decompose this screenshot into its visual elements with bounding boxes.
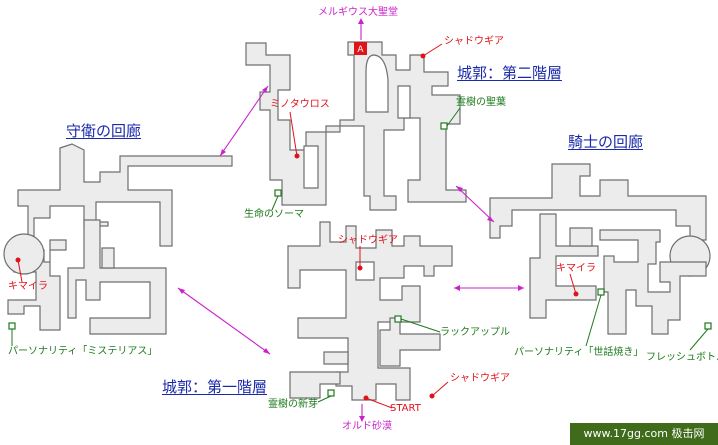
watermark-url: www.17gg.com	[583, 427, 668, 440]
guard-corridor-floor	[3, 143, 233, 335]
chest-icon	[704, 322, 712, 330]
chest-icon	[394, 315, 402, 323]
item-label-fresh-bottle: フレッシュボトル	[646, 352, 718, 363]
destination-label-bottom: オルド砂漠	[342, 421, 392, 432]
area-label-guard-corridor: 守衛の回廊	[66, 122, 142, 140]
start-label: START	[390, 403, 421, 414]
area-label-castle-1f: 城郭：第一階層	[162, 378, 268, 396]
destination-label-top: メルギウス大聖堂	[318, 7, 398, 18]
site-watermark: www.17gg.com 极击网	[570, 423, 718, 445]
item-label-personality-sewayaki: パーソナリティ「世話焼き」	[514, 347, 644, 358]
item-label-spirit-sprout: 霊樹の新芽	[268, 399, 318, 410]
enemy-label-minotaur: ミノタウロス	[270, 99, 330, 110]
item-label-spirit-leaf: 霊樹の聖葉	[456, 97, 506, 108]
area-label-castle-2f: 城郭：第二階層	[457, 64, 563, 82]
connection-arrows	[177, 18, 524, 422]
enemy-label-chimera: キマイラ	[8, 281, 48, 292]
marker-a-label: A	[357, 45, 364, 55]
enemy-markers	[15, 43, 579, 409]
enemy-label-shadowgear: シャドウギア	[444, 36, 504, 47]
enemy-label-shadowgear: シャドウギア	[450, 373, 510, 384]
castle-2f-floor	[245, 41, 467, 211]
chest-icon	[274, 189, 282, 197]
marker-a: A	[354, 42, 367, 55]
chest-icon	[327, 389, 335, 397]
knight-corridor-floor	[489, 163, 711, 335]
castle-1f-floor	[287, 221, 453, 401]
enemy-label-chimera: キマイラ	[556, 263, 596, 274]
chest-icon	[597, 288, 605, 296]
chest-icon	[8, 322, 16, 330]
item-label-personality-mysterious: パーソナリティ「ミステリアス」	[8, 346, 158, 357]
item-label-life-soma: 生命のソーマ	[244, 209, 304, 220]
chest-icon	[440, 122, 448, 130]
watermark-brand: 极击网	[671, 427, 705, 440]
treasure-markers	[8, 107, 712, 403]
area-label-knight-corridor: 騎士の回廊	[568, 133, 644, 151]
item-label-lucky-apple: ラックアップル	[440, 327, 510, 338]
enemy-label-shadowgear: シャドウギア	[338, 235, 398, 246]
